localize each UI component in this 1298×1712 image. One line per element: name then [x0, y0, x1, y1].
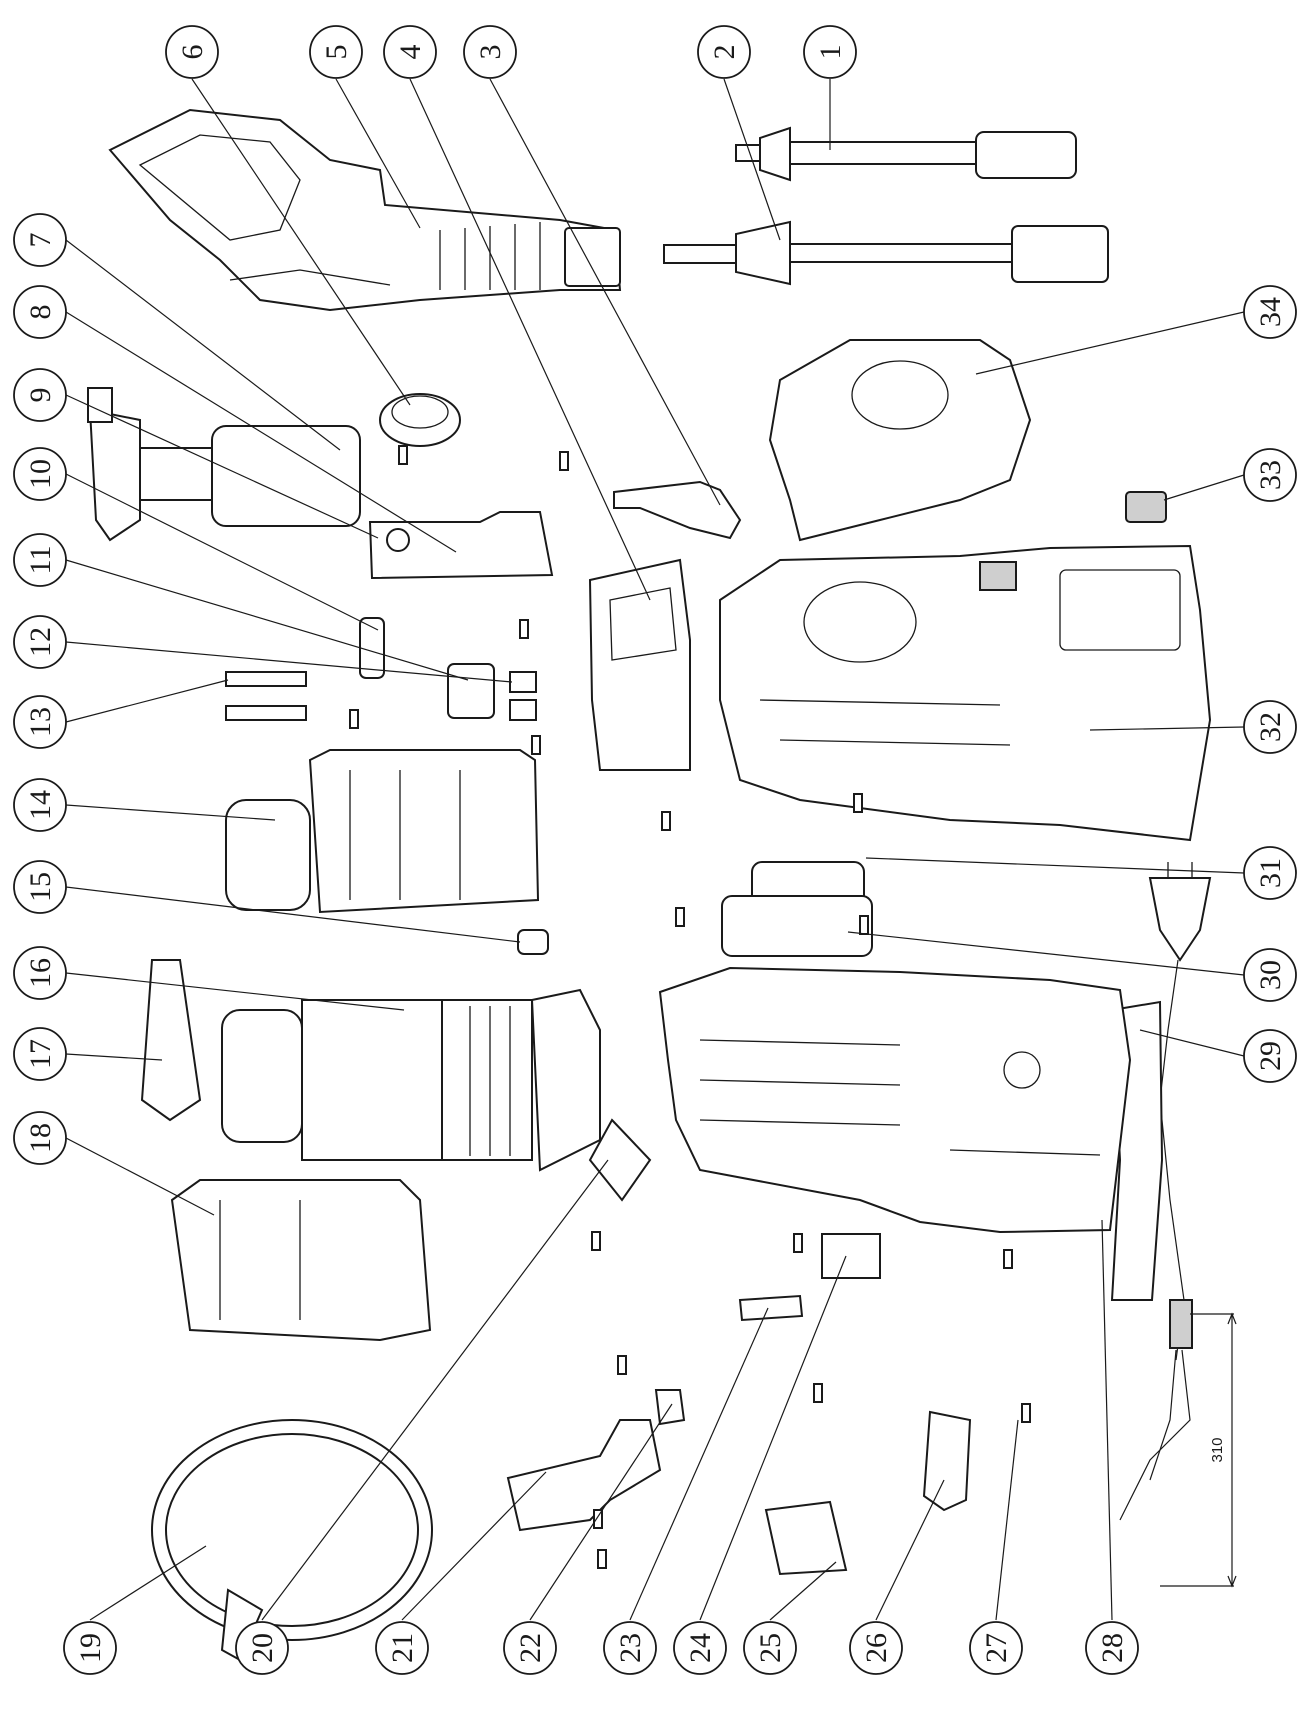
callout-number: 12 — [24, 627, 57, 657]
callout-14: 14 — [13, 778, 67, 832]
callout-number: 11 — [24, 546, 57, 575]
callout-24: 24 — [673, 1621, 727, 1675]
callout-34: 34 — [1243, 285, 1297, 339]
callout-7: 7 — [13, 213, 67, 267]
callout-number: 21 — [386, 1633, 419, 1663]
callout-number: 19 — [74, 1633, 107, 1663]
part-hook — [613, 480, 742, 540]
callout-number: 5 — [320, 45, 353, 60]
callout-number: 7 — [24, 233, 57, 248]
cable-dimension: 310 — [1160, 1312, 1237, 1588]
callout-17: 17 — [13, 1027, 67, 1081]
callout-31: 31 — [1243, 846, 1297, 900]
part-top-cover — [768, 339, 1032, 542]
callout-11: 11 — [13, 533, 67, 587]
callout-23: 23 — [603, 1621, 657, 1675]
callout-number: 26 — [860, 1633, 893, 1663]
callout-number: 30 — [1254, 960, 1287, 990]
callout-number: 9 — [24, 388, 57, 403]
callout-number: 28 — [1096, 1633, 1129, 1663]
callout-3: 3 — [463, 25, 517, 79]
callout-number: 1 — [814, 45, 847, 60]
part-gasket — [588, 1118, 652, 1202]
callout-number: 10 — [24, 459, 57, 489]
callout-8: 8 — [13, 285, 67, 339]
part-front-housing — [719, 544, 1212, 842]
callout-9: 9 — [13, 368, 67, 422]
callout-number: 29 — [1254, 1041, 1287, 1071]
callout-number: 34 — [1254, 297, 1287, 327]
callout-19: 19 — [63, 1621, 117, 1675]
dimension-value: 310 — [1209, 1437, 1226, 1462]
part-bushing — [517, 929, 549, 955]
callout-number: 23 — [614, 1633, 647, 1663]
screws — [349, 445, 1031, 1569]
part-small-fittings — [225, 617, 537, 721]
callout-28: 28 — [1085, 1621, 1139, 1675]
callout-number: 2 — [708, 45, 741, 60]
callout-2: 2 — [697, 25, 751, 79]
callout-4: 4 — [383, 25, 437, 79]
callout-number: 31 — [1254, 858, 1287, 888]
callout-15: 15 — [13, 860, 67, 914]
callout-number: 13 — [24, 707, 57, 737]
callout-number: 17 — [24, 1039, 57, 1069]
callout-number: 16 — [24, 958, 57, 988]
callout-number: 18 — [24, 1123, 57, 1153]
callout-number: 25 — [754, 1633, 787, 1663]
callout-30: 30 — [1243, 948, 1297, 1002]
callout-20: 20 — [235, 1621, 289, 1675]
callout-number: 33 — [1254, 460, 1287, 490]
callout-number: 14 — [24, 790, 57, 820]
part-base-housing — [658, 966, 1132, 1234]
part-long-lance — [663, 220, 1109, 286]
callout-29: 29 — [1243, 1029, 1297, 1083]
callout-6: 6 — [165, 25, 219, 79]
callout-1: 1 — [803, 25, 857, 79]
callout-number: 4 — [394, 45, 427, 60]
part-inlet-connector — [922, 1410, 972, 1512]
callout-number: 6 — [176, 45, 209, 60]
callouts: 1 2 3 4 5 6 7 8 9 10 11 12 13 14 15 16 1… — [13, 25, 1297, 1675]
part-hose — [151, 1419, 433, 1662]
part-handle — [588, 558, 691, 771]
callout-27: 27 — [969, 1621, 1023, 1675]
part-motor-housing — [225, 749, 540, 914]
callout-number: 15 — [24, 872, 57, 902]
callout-number: 24 — [684, 1633, 717, 1663]
callout-number: 3 — [474, 45, 507, 60]
part-power-plug — [1148, 862, 1212, 962]
part-labels — [738, 1233, 881, 1576]
part-knob — [379, 393, 461, 447]
callout-33: 33 — [1243, 448, 1297, 502]
callout-number: 20 — [246, 1633, 279, 1663]
part-motor-pump — [221, 988, 601, 1172]
callout-number: 8 — [24, 305, 57, 320]
part-lower-housing — [170, 1179, 432, 1342]
part-cover-plate — [368, 511, 554, 580]
callout-number: 32 — [1254, 712, 1287, 742]
part-bracket — [721, 861, 873, 957]
part-short-lance — [735, 126, 1077, 182]
part-trigger-gun — [108, 108, 622, 312]
part-detergent-bottle — [87, 387, 361, 542]
callout-5: 5 — [309, 25, 363, 79]
callout-26: 26 — [849, 1621, 903, 1675]
callout-25: 25 — [743, 1621, 797, 1675]
callout-13: 13 — [13, 695, 67, 749]
part-switch — [1125, 491, 1167, 523]
leader-lines — [65, 78, 1245, 1621]
callout-22: 22 — [503, 1621, 557, 1675]
callout-21: 21 — [375, 1621, 429, 1675]
part-mount-plate — [140, 959, 202, 1122]
callout-12: 12 — [13, 615, 67, 669]
callout-number: 22 — [514, 1633, 547, 1663]
callout-10: 10 — [13, 447, 67, 501]
callout-16: 16 — [13, 946, 67, 1000]
callout-32: 32 — [1243, 700, 1297, 754]
callout-18: 18 — [13, 1111, 67, 1165]
callout-number: 27 — [980, 1633, 1013, 1663]
